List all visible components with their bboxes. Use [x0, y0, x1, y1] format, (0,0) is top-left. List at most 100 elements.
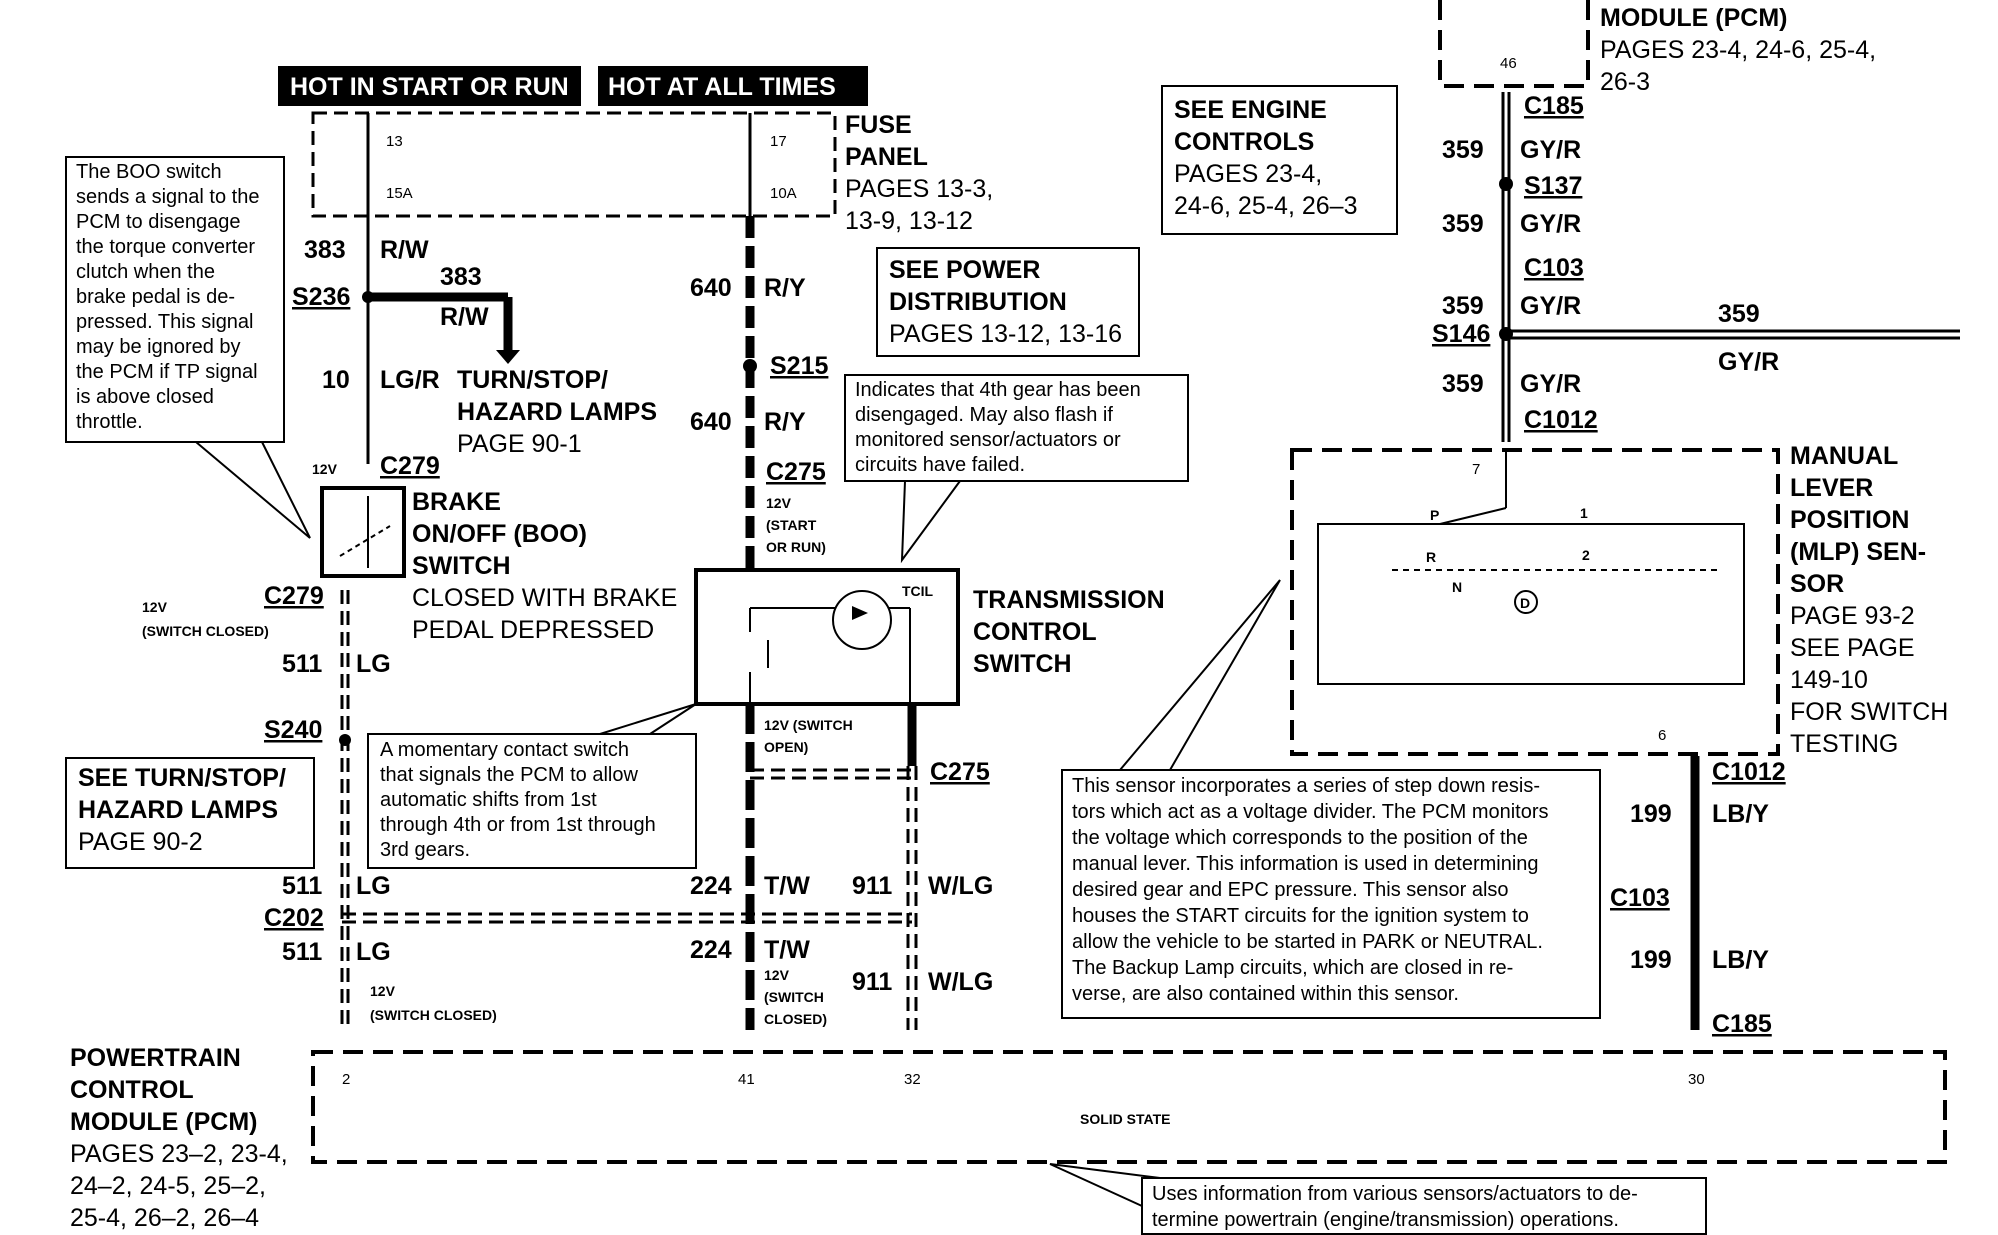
wire-gyr-a: GY/R: [1520, 136, 1581, 164]
fuse-panel-pages1: PAGES 13-3,: [845, 175, 993, 203]
connector-c202: C202: [264, 904, 324, 932]
mlp-l1: MANUAL: [1790, 442, 1898, 470]
see-power-line1: SEE POWER: [889, 256, 1040, 284]
mlp-n: N: [1452, 579, 1462, 595]
see-power-line2: DISTRIBUTION: [889, 288, 1067, 316]
c202-right-switch: (SWITCH: [764, 989, 824, 1005]
sensor-note-line: verse, are also contained within this se…: [1072, 983, 1459, 1005]
connector-c185-top: C185: [1524, 92, 1584, 120]
wire-gyr-b: GY/R: [1520, 210, 1581, 238]
wire-511-b: 511: [282, 872, 322, 900]
momentary-note-line: A momentary contact switch: [380, 739, 629, 761]
tcil-note-pointer: [900, 480, 961, 564]
wire-511-c: 511: [282, 938, 322, 966]
see-engine-line3: PAGES 23-4,: [1174, 160, 1322, 188]
wire-511-a: 511: [282, 650, 322, 678]
connector-c275-top: C275: [766, 458, 826, 486]
pcm-pages3: 25-4, 26–2, 26–4: [70, 1204, 259, 1232]
mlp-l2: LEVER: [1790, 474, 1873, 502]
boo-line2: ON/OFF (BOO): [412, 520, 587, 548]
mlp-r: R: [1426, 549, 1436, 565]
boo-switch-lever: [339, 525, 391, 557]
wire-359-a: 359: [1442, 136, 1484, 164]
connector-c185-bottom: C185: [1712, 1010, 1772, 1038]
boo-note-line: clutch when the: [76, 261, 215, 283]
wire-359-branch: 359: [1718, 300, 1760, 328]
pcm-note-line: Uses information from various sensors/ac…: [1152, 1183, 1638, 1205]
splice-s137: S137: [1524, 172, 1582, 200]
tcs-line1: TRANSMISSION: [973, 586, 1165, 614]
sensor-note-line: houses the START circuits for the igniti…: [1072, 905, 1529, 927]
mlp-selector: [1439, 507, 1507, 525]
see-engine-line1: SEE ENGINE: [1174, 96, 1327, 124]
boo-note-line: sends a signal to the: [76, 186, 259, 208]
mlp-resistor-loop: [1317, 523, 1745, 685]
sensor-note-line: The Backup Lamp circuits, which are clos…: [1072, 957, 1513, 979]
see-turn-stop-line1: SEE TURN/STOP/: [78, 764, 286, 792]
momentary-note-line: 3rd gears.: [380, 839, 470, 861]
see-turn-stop-line3: PAGE 90-2: [78, 828, 203, 856]
fuse-a-amp: 15A: [386, 185, 413, 202]
wire-911-b: 911: [852, 968, 892, 996]
pcm-top-pages1: PAGES 23-4, 24-6, 25-4,: [1600, 36, 1876, 64]
pcm-top-title: MODULE (PCM): [1600, 4, 1787, 32]
see-power-line3: PAGES 13-12, 13-16: [889, 320, 1122, 348]
tcil-note-line: Indicates that 4th gear has been: [855, 379, 1141, 401]
tcil-note-line: circuits have failed.: [855, 454, 1025, 476]
wire-tw-b: T/W: [764, 936, 810, 964]
c275-run: OR RUN): [766, 539, 826, 555]
wire-lg-a: LG: [356, 650, 391, 678]
c202-switch-closed: (SWITCH CLOSED): [370, 1007, 497, 1023]
mlp-l6: PAGE 93-2: [1790, 602, 1915, 630]
wire-lby-a: LB/Y: [1712, 800, 1769, 828]
sensor-note-line: This sensor incorporates a series of ste…: [1072, 775, 1540, 797]
splice-s236-dot: [362, 291, 374, 303]
mlp-pin6: 6: [1658, 727, 1666, 744]
wire-359-c: 359: [1442, 292, 1484, 320]
pcm-pin-2: 2: [342, 1071, 350, 1088]
mlp-1: 1: [1580, 505, 1588, 521]
fuse-panel-title1: FUSE: [845, 111, 912, 139]
tcil-lamp-diode: [852, 606, 868, 620]
wire-gyr-d: GY/R: [1520, 370, 1581, 398]
mlp-l3: POSITION: [1790, 506, 1909, 534]
momentary-note-pointer: [599, 703, 697, 735]
fuse-a-num: 13: [386, 133, 403, 150]
splice-s215-dot: [743, 359, 757, 373]
pcm-note-line: termine powertrain (engine/transmission)…: [1152, 1209, 1619, 1231]
wire-224-a: 224: [690, 872, 732, 900]
boo-note-line: pressed. This signal: [76, 311, 254, 333]
sensor-note-line: tors which act as a voltage divider. The…: [1072, 801, 1549, 823]
pcm-pages2: 24–2, 24-5, 25–2,: [70, 1172, 266, 1200]
c202-v: 12V: [370, 983, 396, 999]
wire-199-a: 199: [1630, 800, 1672, 828]
boo-note-line: PCM to disengage: [76, 211, 241, 233]
see-engine-line4: 24-6, 25-4, 26–3: [1174, 192, 1357, 220]
sensor-note-line: manual lever. This information is used i…: [1072, 853, 1539, 875]
wire-wlg-a: W/LG: [928, 872, 993, 900]
hot-start-run-bg: [278, 66, 581, 106]
mlp-l10: TESTING: [1790, 730, 1898, 758]
connector-c279-bottom: C279: [264, 582, 324, 610]
wire-359-d: 359: [1442, 370, 1484, 398]
tcs-box: [694, 568, 960, 706]
wire-224-b: 224: [690, 936, 732, 964]
boo-note-box: [65, 156, 285, 443]
wire-199-b: 199: [1630, 946, 1672, 974]
mlp-box: [1290, 448, 1780, 756]
c275-start: (START: [766, 517, 817, 533]
turn-stop-line1: TURN/STOP/: [457, 366, 608, 394]
pcm-note-box: [1141, 1177, 1707, 1235]
c275-open-b: OPEN): [764, 739, 808, 755]
wire-ry-a: R/Y: [764, 274, 806, 302]
boo-note-line: the PCM if TP signal: [76, 361, 258, 383]
pcm-title1: POWERTRAIN: [70, 1044, 241, 1072]
hot-start-run-label: HOT IN START OR RUN: [290, 73, 569, 101]
tcil-lamp: [832, 590, 892, 650]
fuse-b-amp: 10A: [770, 185, 797, 202]
sensor-note-line: the voltage which corresponds to the pos…: [1072, 827, 1528, 849]
hot-all-times-bg: [598, 66, 868, 106]
wire-lg-b: LG: [356, 872, 391, 900]
boo-note-line: the torque converter: [76, 236, 255, 258]
mlp-l9: FOR SWITCH: [1790, 698, 1948, 726]
